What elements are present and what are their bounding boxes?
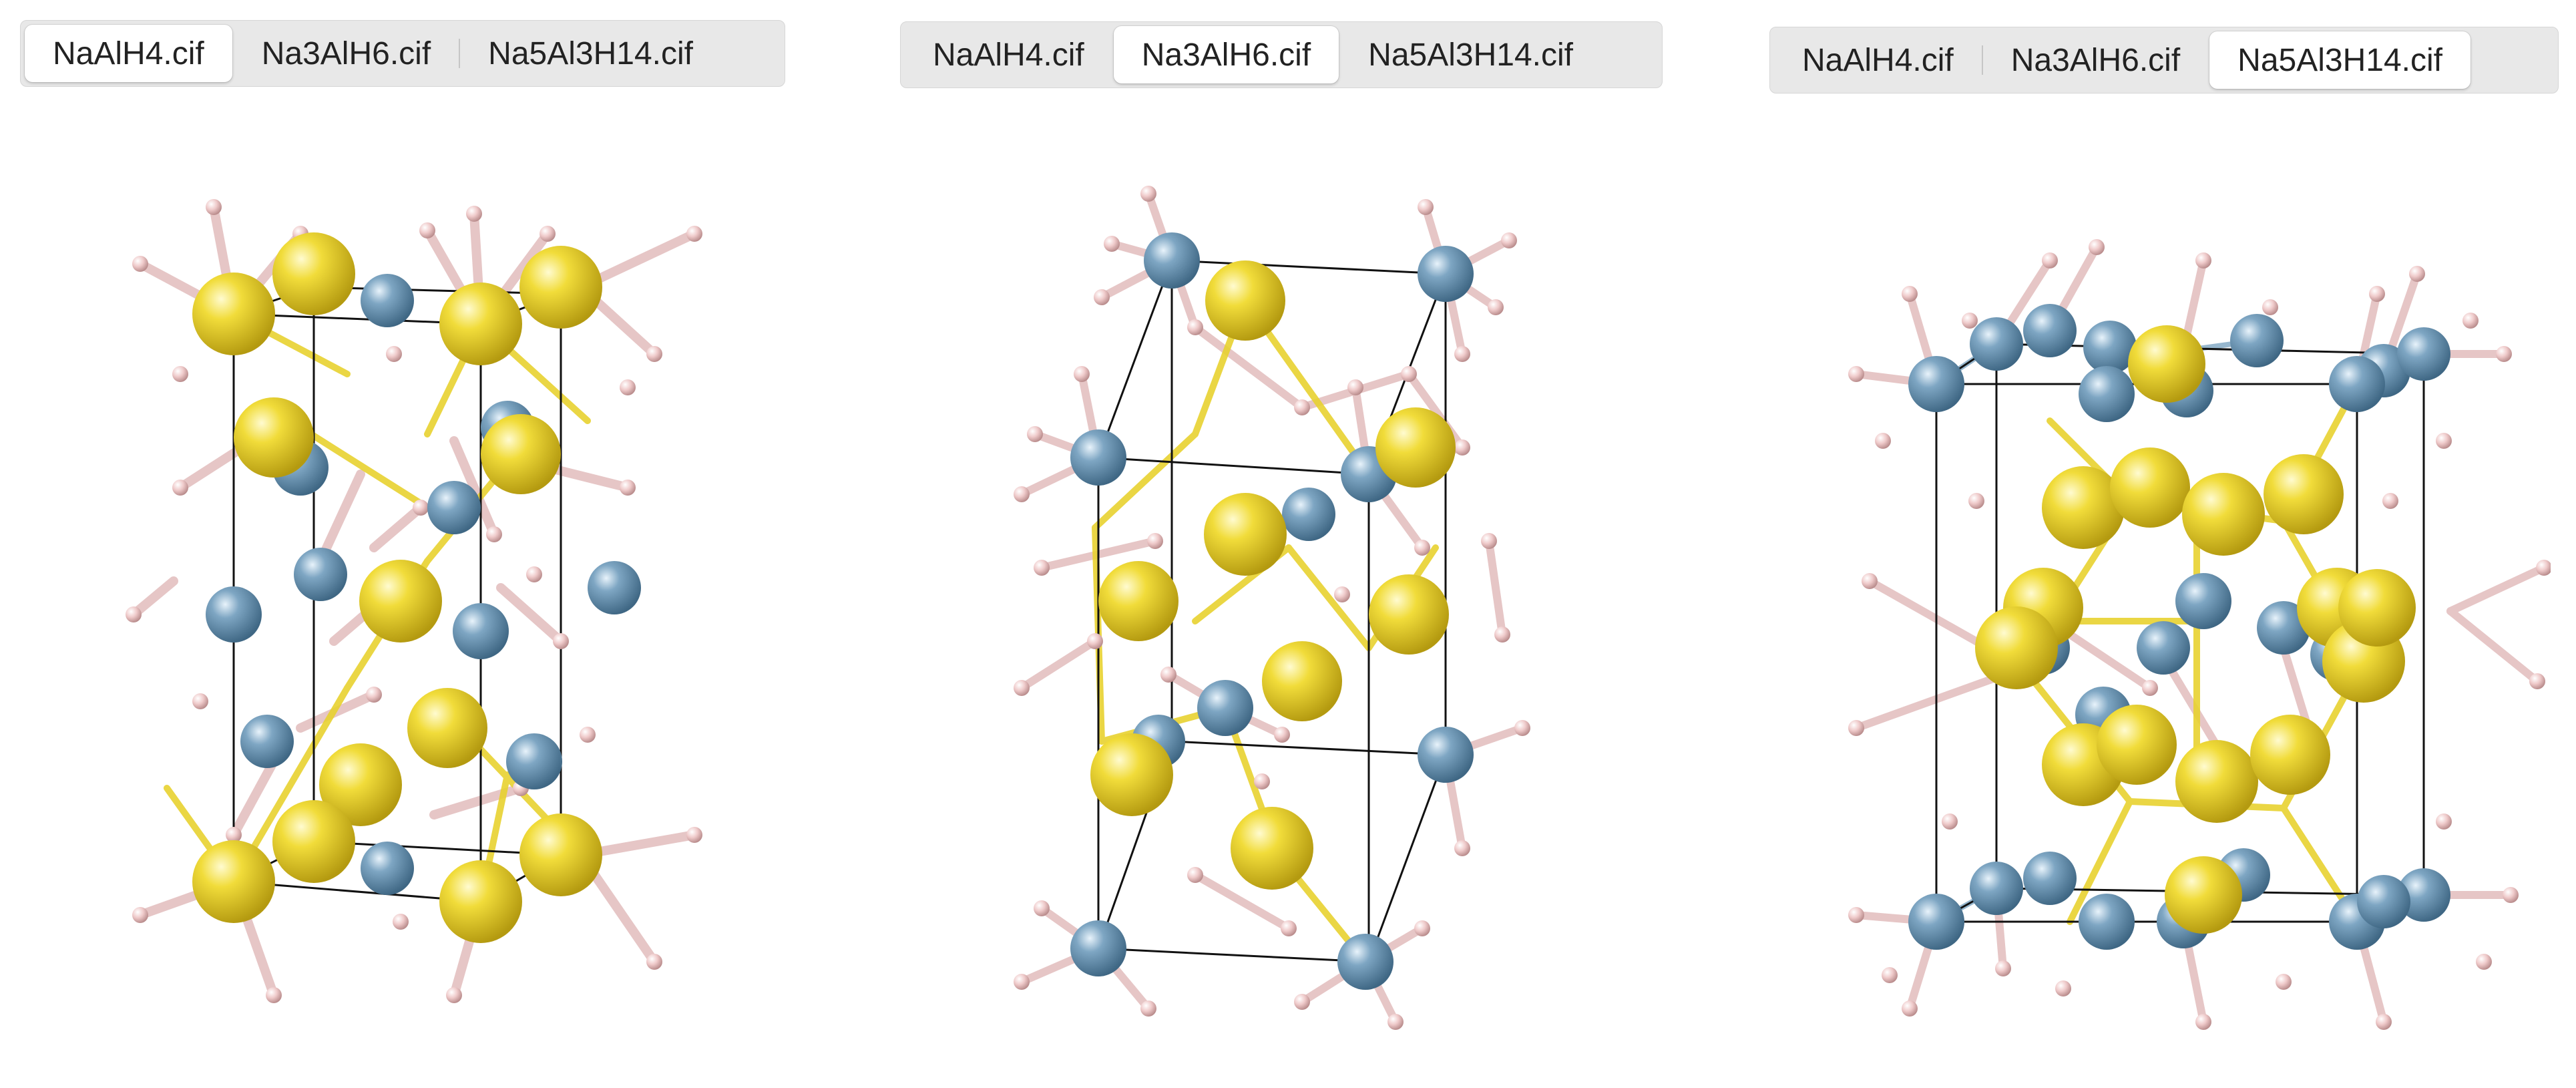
structure-viewer-3[interactable] (1803, 220, 2551, 1055)
hydrogen-atoms (1848, 239, 2551, 1030)
tab-na5al3h14[interactable]: Na5Al3H14.cif (1368, 37, 1573, 73)
tab-naalh4[interactable]: NaAlH4.cif (933, 37, 1084, 73)
structure-viewer-1[interactable] (80, 134, 748, 1055)
structure-viewer-2[interactable] (995, 154, 1569, 1062)
sodium-atoms (192, 232, 602, 943)
sodium-atoms (1090, 260, 1456, 890)
tab-na3alh6[interactable]: Na3AlH6.cif (1113, 26, 1339, 83)
file-tab-bar-1: NaAlH4.cif Na3AlH6.cif Na5Al3H14.cif (20, 20, 785, 87)
tab-separator (459, 39, 461, 68)
sodium-atoms (1975, 325, 2416, 934)
crystal-structure-na3alh6 (1014, 186, 1530, 1030)
tab-na3alh6[interactable]: Na3AlH6.cif (2010, 42, 2181, 78)
tab-na5al3h14[interactable]: Na5Al3H14.cif (2209, 31, 2471, 89)
crystal-structure-naalh4 (126, 199, 702, 1003)
tab-separator (1981, 45, 1983, 75)
tab-na5al3h14[interactable]: Na5Al3H14.cif (488, 35, 693, 71)
bond-lines (1018, 190, 1526, 1026)
file-tab-bar-3: NaAlH4.cif Na3AlH6.cif Na5Al3H14.cif (1769, 27, 2559, 94)
aluminum-atoms (1070, 232, 1474, 990)
aluminum-atoms (206, 274, 641, 895)
hydrogen-atoms (1014, 186, 1530, 1030)
tab-naalh4[interactable]: NaAlH4.cif (25, 25, 232, 82)
tab-naalh4[interactable]: NaAlH4.cif (1802, 42, 1954, 78)
file-tab-bar-2: NaAlH4.cif Na3AlH6.cif Na5Al3H14.cif (900, 21, 1663, 88)
crystal-structure-na5al3h14 (1848, 239, 2551, 1030)
tab-na3alh6[interactable]: Na3AlH6.cif (261, 35, 431, 71)
